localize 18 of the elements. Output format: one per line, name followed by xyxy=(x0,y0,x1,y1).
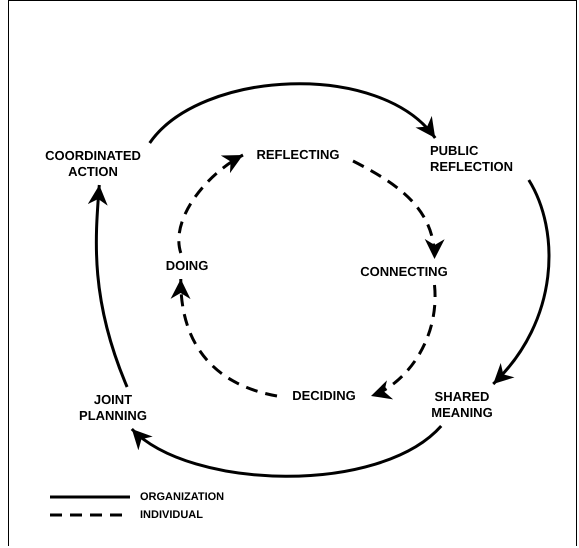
arrow xyxy=(492,179,550,386)
arrow xyxy=(352,160,444,260)
node-label: JOINT PLANNING xyxy=(78,392,148,424)
arrow xyxy=(130,424,442,478)
arrow xyxy=(148,82,436,144)
node-label: REFLECTING xyxy=(256,147,340,163)
legend-label: INDIVIDUAL xyxy=(140,509,203,521)
node-label: PUBLIC REFLECTION xyxy=(430,143,514,175)
arrow xyxy=(178,154,244,254)
arrow xyxy=(370,284,437,398)
node-label: SHARED MEANING xyxy=(430,389,494,421)
node-label: CONNECTING xyxy=(360,264,448,280)
node-label: DECIDING xyxy=(292,388,356,404)
node-label: DOING xyxy=(166,258,208,274)
node-label: COORDINATED ACTION xyxy=(44,148,142,180)
arrow xyxy=(171,278,278,398)
arrow xyxy=(88,184,128,388)
legend-label: ORGANIZATION xyxy=(140,491,224,503)
